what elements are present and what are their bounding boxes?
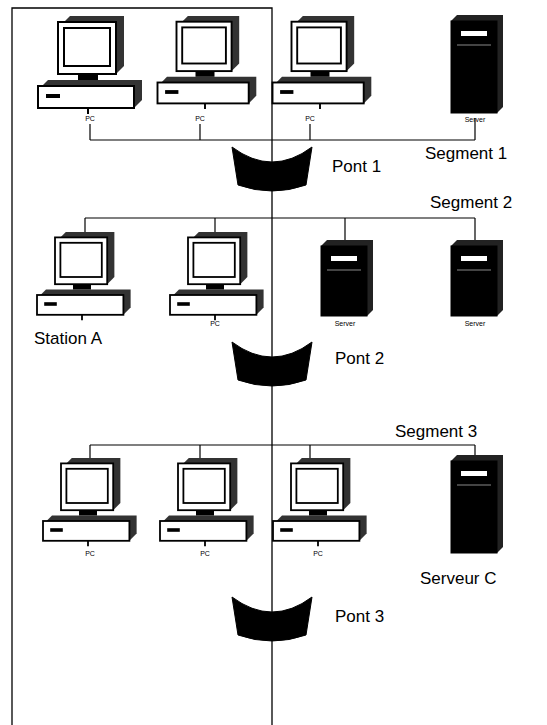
segment-bus [85,217,475,218]
server-label: Serveur C [420,570,497,587]
pc-icon [37,232,131,320]
device-label: Server [465,116,486,123]
drop-line [89,124,90,140]
device-label: PC [305,115,315,122]
segment-bus [90,139,475,140]
frame-line [12,8,272,725]
server-icon [451,240,503,316]
device-label: PC [200,550,210,557]
device-label: PC [313,550,323,557]
pc-icon [170,232,264,320]
segment-label: Segment 3 [395,423,477,440]
pc-icon [43,458,137,546]
bridge-icon [232,147,312,191]
pc-icon [158,16,257,109]
bridge-label: Pont 1 [332,158,381,175]
server-icon [451,455,503,553]
pc-icon [273,458,367,546]
device-label: Server [465,320,486,327]
bridge-label: Pont 2 [335,350,384,367]
pc-icon [160,458,254,546]
drop-line [474,445,475,455]
bridge-icon [232,342,312,386]
segment-bus [90,444,475,445]
segment-label: Segment 1 [425,145,507,162]
device-label: PC [85,115,95,122]
device-label: PC [195,115,205,122]
bridge-icon [232,597,312,641]
drop-line [474,218,475,240]
device-label: PC [85,550,95,557]
drop-line [344,218,345,240]
station-label: Station A [34,330,102,347]
device-label: PC [210,320,220,327]
pc-icon [38,16,142,114]
drop-line [199,124,200,140]
pc-icon [273,16,372,109]
bridge-label: Pont 3 [335,608,384,625]
server-icon [451,15,503,113]
drop-line [309,124,310,140]
device-label: Server [335,320,356,327]
server-icon [321,240,373,316]
segment-label: Segment 2 [430,194,512,211]
